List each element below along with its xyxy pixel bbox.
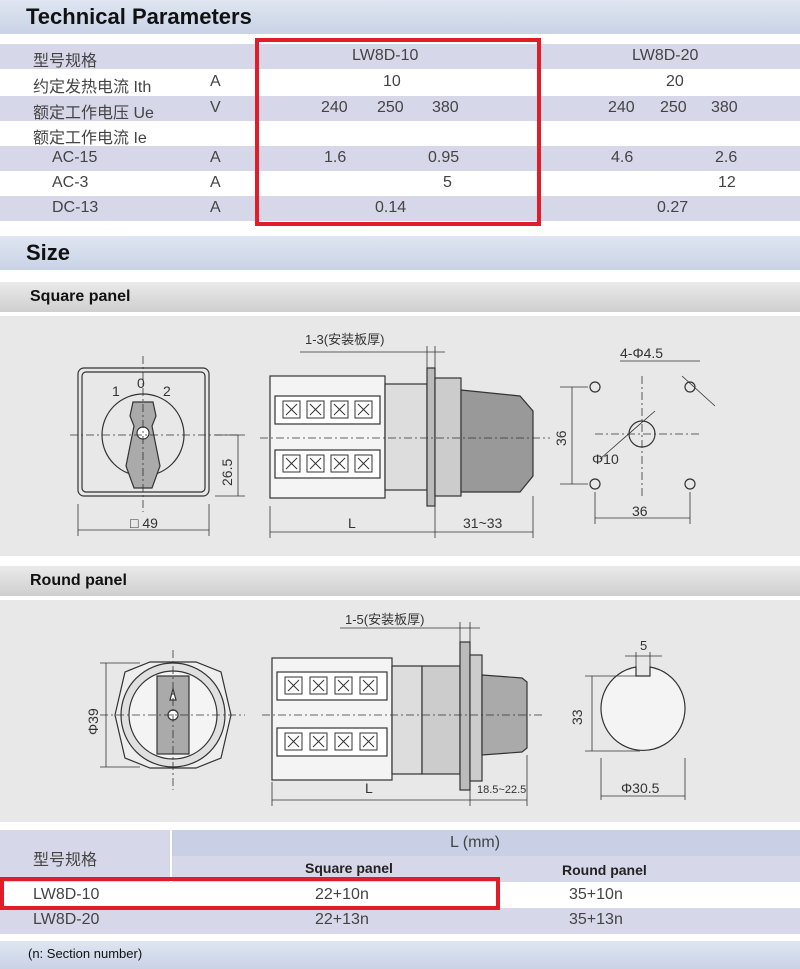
model-header-cell: 型号规格: [0, 830, 170, 882]
value: 10: [383, 73, 401, 90]
param-unit: V: [210, 99, 221, 116]
width-label: □ 49: [130, 515, 158, 531]
model-header: 型号规格: [33, 852, 98, 869]
value: 20: [666, 73, 684, 90]
value: 12: [718, 174, 736, 191]
square-panel-subheader: Square panel: [305, 860, 393, 876]
square-side-view: [260, 346, 550, 538]
square-cell: 22+13n: [315, 911, 369, 928]
technical-parameters-header: Technical Parameters: [0, 0, 800, 34]
knob-label-0: 0: [137, 375, 145, 391]
table-row: LW8D-10 22+10n 35+10n: [0, 883, 800, 909]
square-front-view: [70, 356, 245, 536]
l-header: L (mm): [450, 834, 501, 851]
table-row: DC-13 A 0.14 0.27: [0, 196, 800, 221]
knob-label-2: 2: [163, 383, 171, 399]
length-label: L: [348, 515, 356, 531]
round-thickness-label: 1-5(安装板厚): [345, 612, 424, 627]
table-row: AC-15 A 1.6 0.95 4.6 2.6: [0, 146, 800, 171]
table-row: 额定工作电流 Ie: [0, 121, 800, 147]
param-unit: A: [210, 174, 221, 191]
size-header: Size: [0, 236, 800, 270]
round-panel-subheader: Round panel: [562, 862, 647, 878]
round-side-view: [262, 622, 545, 806]
slot-width-label: 5: [640, 638, 647, 653]
square-panel-header: Square panel: [0, 282, 800, 312]
size-table: 型号规格 L (mm) Square panel Round panel LW8…: [0, 830, 800, 940]
round-panel-svg: Φ39: [85, 612, 686, 806]
table-header-row: 型号规格 LW8D-10 LW8D-20: [0, 44, 800, 70]
footnote: (n: Section number): [28, 946, 143, 961]
subsection-title: Round panel: [30, 572, 127, 589]
table-row: 额定工作电压 Ue V 240 250 380 240 250 380: [0, 96, 800, 122]
param-name: 约定发热电流 Ith: [33, 79, 152, 96]
round-depth-label: 18.5~22.5: [477, 784, 526, 796]
knob-label-1: 1: [112, 383, 120, 399]
terminal-screws: [282, 400, 373, 473]
footnote-bar: (n: Section number): [0, 941, 800, 969]
cutout-height-label: 33: [569, 709, 585, 725]
value: 250: [660, 99, 687, 116]
table-row: LW8D-20 22+13n 35+13n: [0, 908, 800, 934]
square-panel-svg: 1 0 2 □ 49 26.5: [70, 332, 716, 538]
col-lw8d-10: LW8D-10: [352, 47, 419, 64]
value: 0.95: [428, 149, 460, 166]
model-label: 型号规格: [33, 53, 98, 70]
table-row: AC-3 A 5 12: [0, 171, 800, 196]
round-panel-header: Round panel: [0, 566, 800, 596]
value: 4.6: [611, 149, 634, 166]
model-cell: LW8D-10: [33, 886, 100, 903]
square-cutout-view: [560, 360, 716, 524]
round-panel-drawing: Φ39: [0, 600, 800, 822]
value: 380: [711, 99, 738, 116]
col-lw8d-20: LW8D-20: [632, 47, 699, 64]
value: 0.27: [657, 199, 689, 216]
param-unit: A: [210, 149, 221, 166]
round-terminal-screws: [284, 676, 378, 751]
value: 1.6: [324, 149, 347, 166]
param-unit: A: [210, 73, 221, 90]
value: 240: [608, 99, 635, 116]
depth-label: 31~33: [463, 515, 503, 531]
thickness-label: 1-3(安装板厚): [305, 332, 384, 347]
square-cell: 22+10n: [315, 886, 369, 903]
value: 240: [321, 99, 348, 116]
height-label: 26.5: [219, 459, 235, 486]
round-cell: 35+13n: [569, 911, 623, 928]
outer-diameter-label: Φ30.5: [621, 780, 660, 796]
param-name: AC-3: [52, 174, 89, 191]
value: 0.14: [375, 199, 407, 216]
round-cutout-view: [585, 652, 686, 800]
section-title: Technical Parameters: [26, 4, 252, 29]
holes-label: 4-Φ4.5: [620, 345, 663, 361]
square-panel-drawing: 1 0 2 □ 49 26.5: [0, 316, 800, 556]
round-length-label: L: [365, 780, 373, 796]
value: 380: [432, 99, 459, 116]
param-unit: A: [210, 199, 221, 216]
param-name: 额定工作电流 Ie: [33, 130, 147, 147]
vertical-dim-label: 36: [553, 430, 569, 446]
param-name: AC-15: [52, 149, 98, 166]
l-header-cell: L (mm): [172, 830, 800, 856]
highlight-box-lw8d-10: [255, 38, 541, 226]
round-diameter-label: Φ39: [85, 708, 101, 735]
highlight-box-lw8d-10-size: [0, 877, 500, 910]
section-title: Size: [26, 240, 71, 265]
round-cell: 35+10n: [569, 886, 623, 903]
center-hole-label: Φ10: [592, 451, 619, 467]
param-name: 额定工作电压 Ue: [33, 105, 154, 122]
table-row: 约定发热电流 Ith A 10 20: [0, 70, 800, 96]
horizontal-dim-label: 36: [632, 503, 648, 519]
model-cell: LW8D-20: [33, 911, 100, 928]
round-front-view: [100, 650, 245, 790]
value: 2.6: [715, 149, 738, 166]
param-name: DC-13: [52, 199, 99, 216]
subsection-title: Square panel: [30, 288, 131, 305]
value: 5: [443, 174, 452, 191]
value: 250: [377, 99, 404, 116]
